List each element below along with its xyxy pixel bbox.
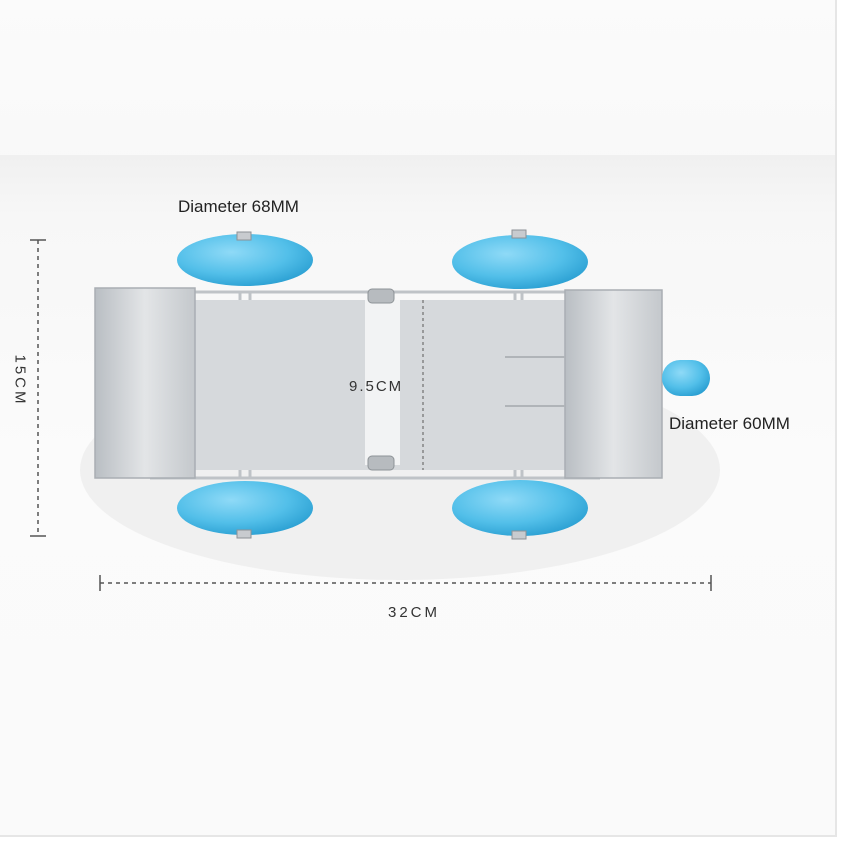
wheel-rear-small — [662, 360, 710, 396]
front-plate — [94, 287, 196, 479]
hinges — [367, 288, 395, 471]
rear-wheel-diameter-label: Diameter 60MM — [669, 414, 790, 433]
axle-nuts — [236, 229, 527, 540]
rear-plate — [564, 289, 663, 479]
front-wheel-diameter-label: Diameter 68MM — [178, 197, 299, 216]
total-width-label: 15CM — [11, 354, 29, 407]
inner-width-label: 9.5CM — [349, 378, 404, 395]
wheel-front-left — [177, 234, 313, 286]
rear-crossbars — [505, 356, 565, 407]
wheel-rear-left — [452, 235, 588, 289]
total-length-label: 32CM — [388, 604, 441, 621]
wheel-rear-right — [452, 480, 588, 536]
wheel-front-right — [177, 481, 313, 535]
center-gap — [365, 300, 400, 465]
dimension-lines — [30, 239, 712, 591]
